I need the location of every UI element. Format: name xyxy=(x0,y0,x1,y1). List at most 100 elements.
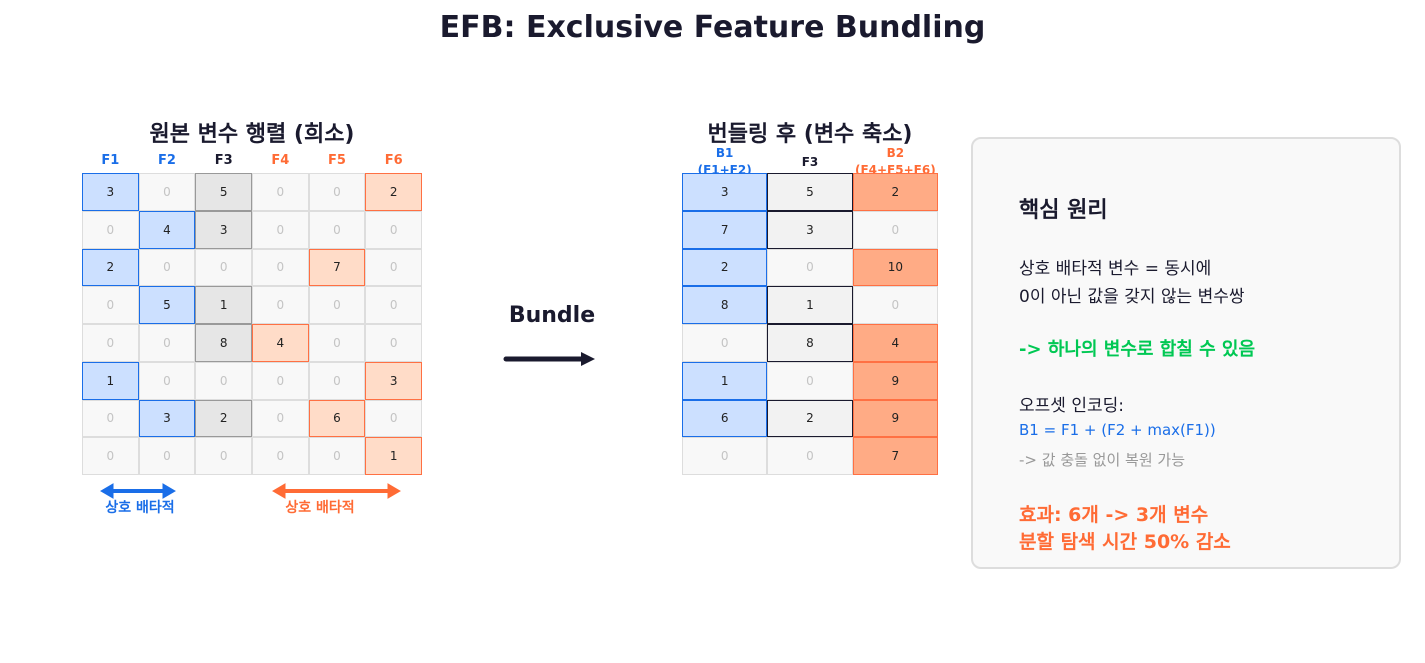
bundled-cell: 8 xyxy=(682,286,768,324)
matrix-cell: 2 xyxy=(365,173,422,211)
exclusive-arrows xyxy=(100,483,401,499)
left-subtitle: 원본 변수 행렬 (희소) xyxy=(149,122,355,147)
column-header-f2: F2 xyxy=(158,153,176,168)
left-headers: F1 F2 F3 F4 F5 F6 xyxy=(82,153,422,168)
bundle-header-name: B2 xyxy=(886,146,905,160)
exclusive-label-orange: 상호 배타적 xyxy=(285,500,355,516)
info-line7: 효과: 6개 -> 3개 변수 xyxy=(1019,504,1209,526)
bundled-cell: 2 xyxy=(852,173,938,211)
bundled-cell: 0 xyxy=(852,210,938,249)
matrix-cell: 8 xyxy=(195,324,252,362)
bundled-cell: 0 xyxy=(767,248,853,287)
column-header-f5: F5 xyxy=(328,153,346,168)
matrix-cell: 0 xyxy=(308,324,366,362)
matrix-cell: 0 xyxy=(308,173,366,211)
matrix-cell: 0 xyxy=(138,361,196,400)
bundle-header-name: F3 xyxy=(801,155,819,169)
matrix-cell: 0 xyxy=(308,210,366,249)
matrix-cell: 1 xyxy=(365,437,422,475)
bundle-arrow-icon xyxy=(503,352,595,366)
info-line6: -> 값 충돌 없이 복원 가능 xyxy=(1019,451,1186,469)
page-title: EFB: Exclusive Feature Bundling xyxy=(439,10,986,45)
matrix-cell: 0 xyxy=(195,361,252,400)
exclusive-label-blue: 상호 배타적 xyxy=(105,500,175,516)
bundled-cell: 0 xyxy=(682,437,768,475)
bundled-cell: 9 xyxy=(852,399,938,438)
matrix-cell: 0 xyxy=(252,286,309,324)
bundled-cell: 4 xyxy=(852,324,938,362)
matrix-cell: 5 xyxy=(195,173,252,211)
matrix-cell: 0 xyxy=(252,399,309,438)
matrix-cell: 0 xyxy=(195,437,252,475)
info-box xyxy=(971,137,1401,569)
matrix-cell: 2 xyxy=(82,248,139,287)
matrix-cell: 0 xyxy=(365,399,422,438)
matrix-cell: 0 xyxy=(365,248,422,287)
matrix-cell: 0 xyxy=(252,248,309,287)
matrix-cell: 0 xyxy=(365,210,422,249)
column-header-f4: F4 xyxy=(271,153,290,168)
matrix-cell: 0 xyxy=(138,324,196,362)
info-line1: 상호 배타적 변수 = 동시에 xyxy=(1019,259,1212,279)
bundled-cell: 1 xyxy=(767,286,853,324)
matrix-cell: 3 xyxy=(365,361,422,400)
bundled-cell: 2 xyxy=(767,399,853,438)
bundled-cell: 0 xyxy=(852,286,938,324)
matrix-cell: 0 xyxy=(252,210,309,249)
column-header-f6: F6 xyxy=(384,153,403,168)
column-header-f3: F3 xyxy=(214,153,233,168)
orange-double-arrow-icon xyxy=(272,483,401,499)
matrix-cell: 1 xyxy=(195,286,252,324)
matrix-cell: 0 xyxy=(138,248,196,287)
matrix-cell: 0 xyxy=(252,173,309,211)
matrix-cell: 5 xyxy=(138,286,196,324)
right-subtitle: 번들링 후 (변수 축소) xyxy=(707,122,913,147)
bundled-cell: 3 xyxy=(767,210,853,249)
matrix-cell: 0 xyxy=(138,437,196,475)
column-header-f1: F1 xyxy=(101,153,120,168)
matrix-cell: 3 xyxy=(82,173,139,211)
matrix-cell: 3 xyxy=(138,399,196,438)
bundled-cell: 2 xyxy=(682,248,768,287)
bundled-cell: 9 xyxy=(852,361,938,400)
matrix-cell: 3 xyxy=(195,210,252,249)
bundled-cell: 0 xyxy=(767,437,853,475)
bundled-cell: 0 xyxy=(767,361,853,400)
matrix-cell: 6 xyxy=(308,399,366,438)
bundled-cell: 3 xyxy=(682,173,768,211)
bundle-label: Bundle xyxy=(508,303,596,328)
matrix-cell: 0 xyxy=(82,210,139,249)
bundled-cell: 7 xyxy=(682,210,768,249)
matrix-cell: 0 xyxy=(252,437,309,475)
matrix-cell: 0 xyxy=(308,361,366,400)
matrix-cell: 0 xyxy=(82,399,139,438)
matrix-cell: 7 xyxy=(308,248,366,287)
matrix-cell: 0 xyxy=(82,324,139,362)
bundle-header-f3: F3 xyxy=(767,145,852,179)
matrix-cell: 0 xyxy=(365,324,422,362)
info-line8: 분할 탐색 시간 50% 감소 xyxy=(1019,531,1231,553)
matrix-cell: 4 xyxy=(252,324,309,362)
matrix-cell: 0 xyxy=(365,286,422,324)
matrix-cell: 0 xyxy=(195,248,252,287)
bundle-header-name: B1 xyxy=(715,146,734,160)
bundled-cell: 8 xyxy=(767,324,853,362)
info-line2: 0이 아닌 값을 갖지 않는 변수쌍 xyxy=(1019,287,1245,307)
matrix-cell: 0 xyxy=(82,437,139,475)
info-line4: 오프셋 인코딩: xyxy=(1019,396,1124,416)
matrix-cell: 0 xyxy=(252,361,309,400)
bundled-cell: 10 xyxy=(852,248,938,287)
matrix-cell: 0 xyxy=(308,437,366,475)
bundled-cell: 7 xyxy=(852,437,938,475)
bundled-cell: 0 xyxy=(682,324,768,362)
info-line5: B1 = F1 + (F2 + max(F1)) xyxy=(1019,421,1216,439)
bundled-cell: 5 xyxy=(767,173,853,211)
matrix-cell: 0 xyxy=(138,173,196,211)
matrix-cell: 2 xyxy=(195,399,252,438)
bundled-cell: 6 xyxy=(682,399,768,438)
matrix-cell: 4 xyxy=(138,210,196,249)
info-heading: 핵심 원리 xyxy=(1019,198,1108,223)
matrix-cell: 0 xyxy=(308,286,366,324)
